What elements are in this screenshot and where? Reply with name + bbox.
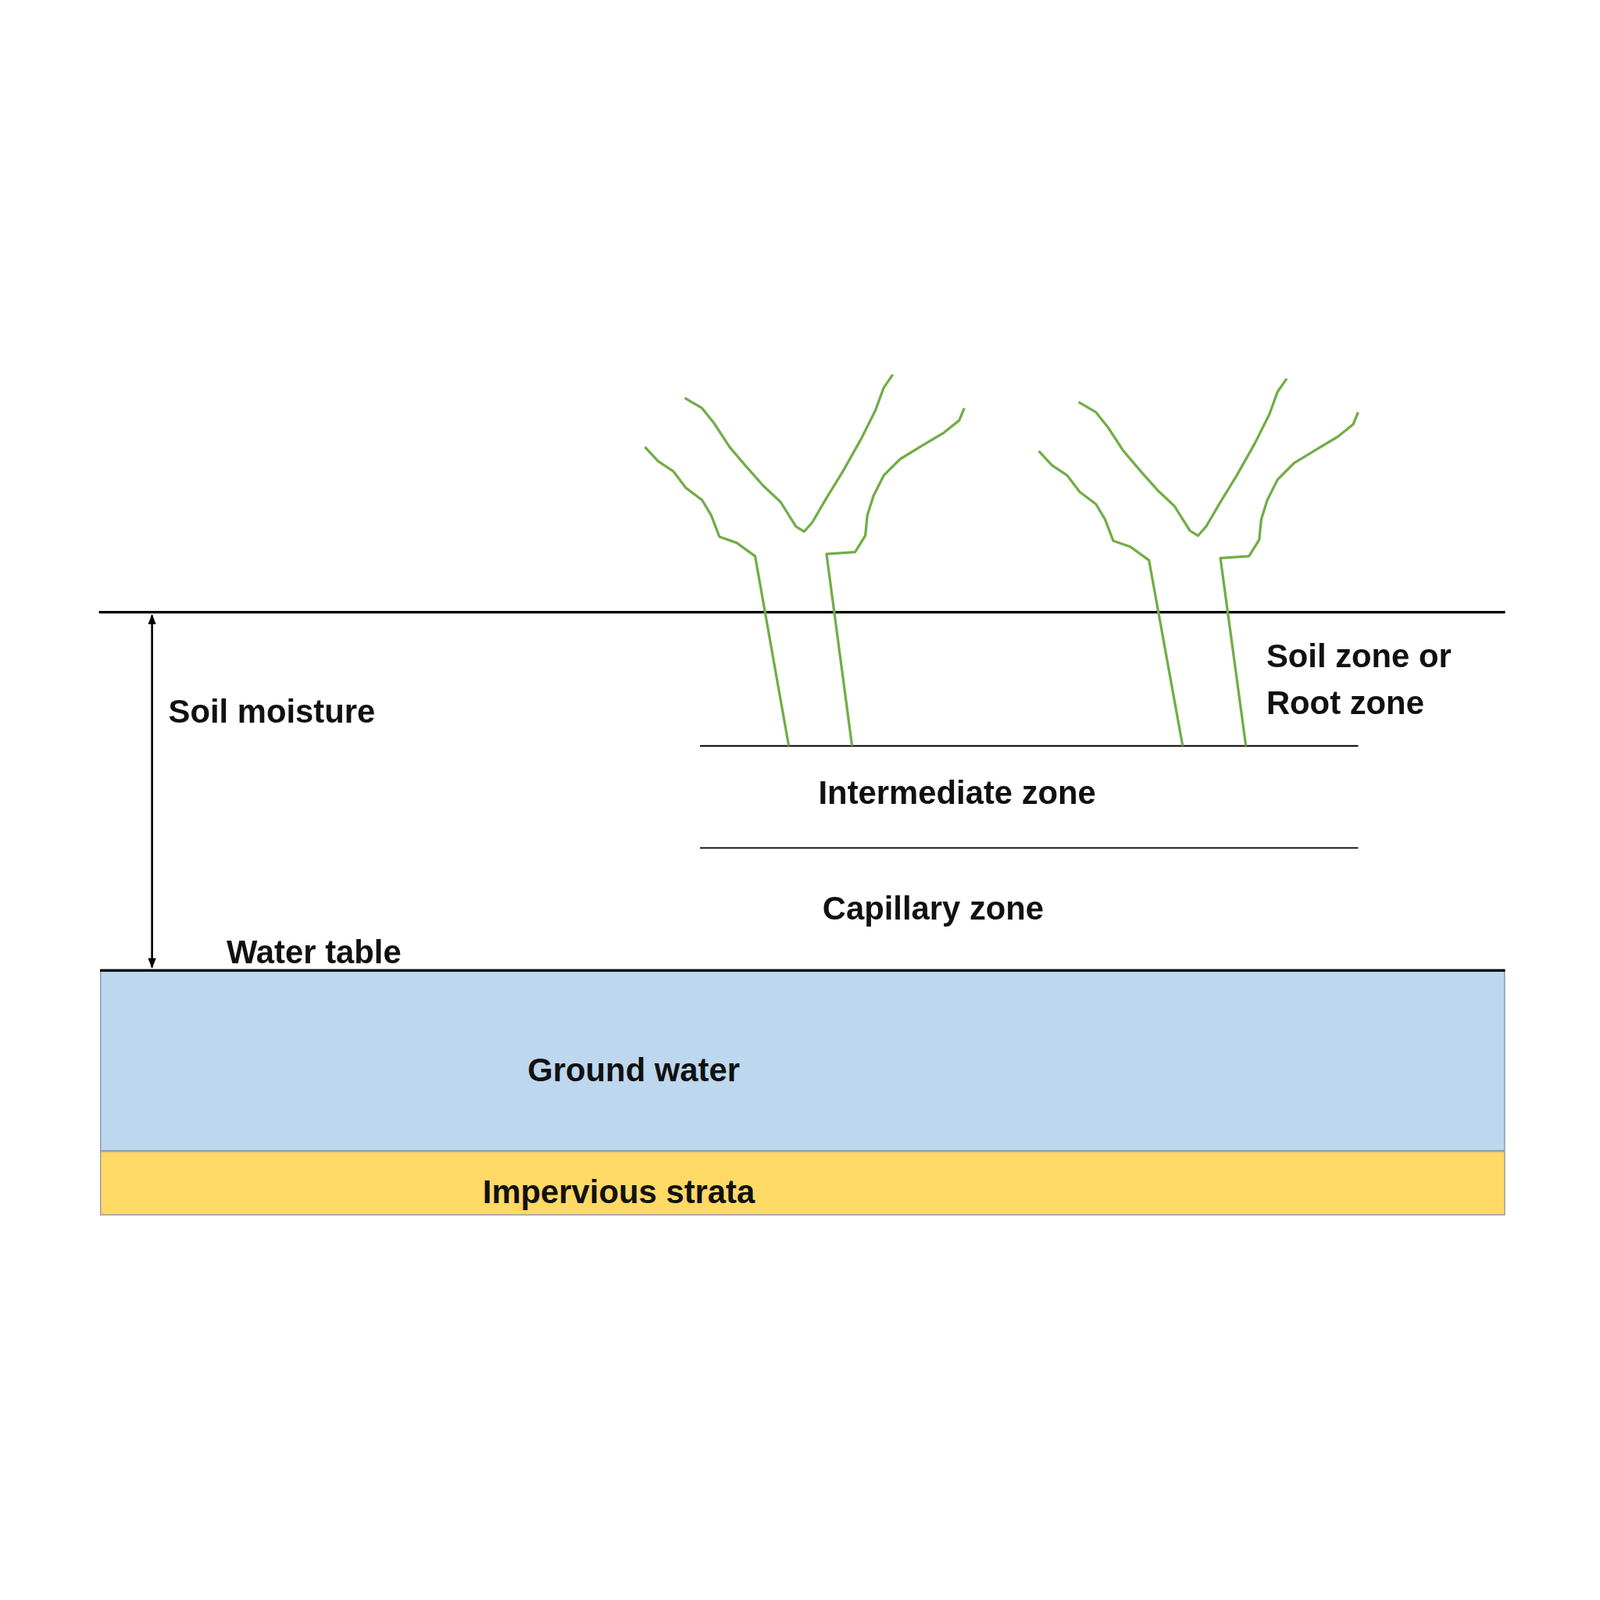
zone-label: Intermediate zone bbox=[818, 769, 1097, 817]
tree-symbol bbox=[644, 374, 965, 746]
impervious-band: Impervious strata bbox=[100, 1150, 1506, 1215]
zone-label: Water table bbox=[226, 928, 402, 976]
groundwater-band: Ground water bbox=[100, 970, 1506, 1151]
ground-surface-line bbox=[99, 610, 1506, 614]
band-label: Ground water bbox=[527, 1046, 740, 1094]
zone-label: Capillary zone bbox=[822, 884, 1044, 932]
zone-boundary bbox=[700, 846, 1358, 849]
zone-label: Soil moisture bbox=[168, 687, 376, 735]
band-label: Impervious strata bbox=[482, 1168, 755, 1216]
dimension-arrow bbox=[150, 615, 154, 968]
zone-boundary bbox=[700, 745, 1358, 747]
zone-label: Soil zone or Root zone bbox=[1266, 632, 1486, 727]
